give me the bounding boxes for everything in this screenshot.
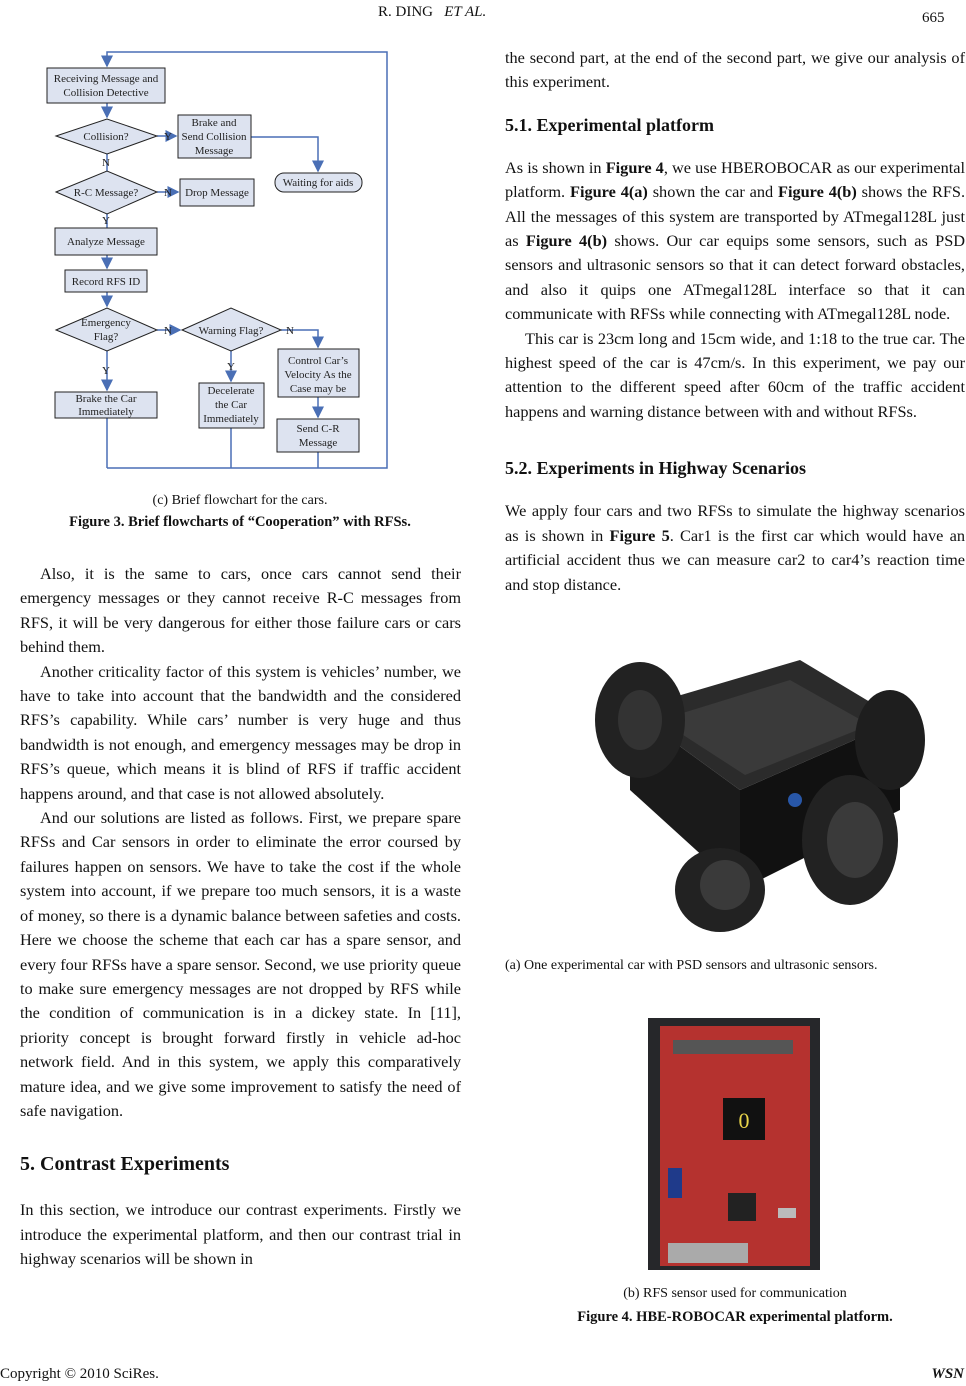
fc-text: Brake and [192, 117, 237, 129]
fc-text: Record RFS ID [72, 276, 141, 288]
drop-box [179, 178, 255, 207]
running-header: R. DING ET AL. [378, 4, 486, 21]
text-run: In this section, we introduce our contra… [20, 1200, 461, 1269]
fc-text: Analyze Message [67, 236, 145, 248]
fc-text: Control Car’s [288, 355, 348, 367]
paragraph: We apply four cars and two RFSs to simul… [505, 499, 965, 597]
text-run: shows the RFS. All the messages of this … [505, 182, 966, 251]
copyright: Copyright © 2010 SciRes. [0, 1366, 159, 1382]
send-cr-box [276, 418, 360, 453]
figure-reference: Figure 4(b) [525, 231, 608, 251]
section-heading: 5. Contrast Experiments [20, 1153, 230, 1176]
analyze-box [54, 227, 158, 256]
subsection-heading: 5.2. Experiments in Highway Scenarios [505, 458, 807, 479]
figure-reference: Figure 4(b) [778, 182, 857, 202]
svg-text:0: 0 [739, 1108, 750, 1133]
paragraph: And our solutions are listed as follows.… [20, 806, 461, 1123]
fc-label: N [286, 325, 294, 337]
fc-text: Receiving Message and [54, 73, 159, 85]
fig3-caption: Figure 3. Brief flowcharts of “Cooperati… [69, 514, 411, 530]
rfs-sensor-photo: 0 [648, 1018, 820, 1270]
text-run: As is shown in [505, 157, 606, 177]
header-authors: R. DING [378, 4, 433, 20]
fig3-subcaption: (c) Brief flowchart for the cars. [152, 493, 328, 508]
text-run: shows. Our car equips some sensors, such… [505, 231, 966, 324]
text-run: . Car1 is the first car which would have… [505, 525, 965, 594]
fig4b-caption: (b) RFS sensor used for communication [623, 1286, 847, 1301]
fc-text: Immediately [78, 406, 134, 418]
decelerate-box [198, 382, 265, 429]
fc-text: Message [299, 437, 338, 449]
fc-text: Decelerate [207, 385, 254, 397]
text-run: This car is 23cm long and 15cm wide, and… [505, 328, 965, 421]
fig4-caption: Figure 4. HBE-ROBOCAR experimental platf… [577, 1309, 893, 1325]
fc-text: Message [195, 145, 234, 157]
fc-label: Y [102, 365, 110, 377]
text-run: And our solutions are listed as follows.… [20, 808, 461, 1120]
warning-diamond [180, 307, 283, 352]
fc-text: Drop Message [185, 187, 249, 199]
fc-text: Flag? [94, 331, 119, 343]
brake-car-box [54, 391, 158, 419]
robot-car-photo [595, 660, 925, 932]
fc-label: N [164, 187, 172, 199]
fc-text: Velocity As the [284, 369, 351, 381]
subsection-heading: 5.1. Experimental platform [505, 114, 714, 135]
fc-label: Y [164, 131, 172, 143]
fc-label: N [102, 157, 110, 169]
paragraph: Another criticality factor of this syste… [20, 660, 461, 806]
fc-text: Immediately [203, 413, 259, 425]
text-run: Another criticality factor of this syste… [20, 661, 461, 803]
text-run: Also, it is the same to cars, once cars … [20, 564, 461, 657]
control-box [277, 348, 360, 398]
collision-diamond [54, 118, 159, 155]
record-box [64, 269, 148, 293]
text-run: , we use HBEROBOCAR as our experimental … [505, 157, 965, 202]
brake-send-box [177, 114, 252, 159]
text-run: We apply four cars and two RFSs to simul… [505, 501, 965, 545]
fc-text: Waiting for aids [283, 177, 354, 189]
fig4a-caption: (a) One experimental car with PSD sensor… [505, 958, 878, 973]
fc-text: Send Collision [181, 131, 247, 143]
journal-name: WSN [931, 1366, 964, 1382]
fc-text: Emergency [81, 317, 131, 329]
paragraph: As is shown in Figure 4, we use HBEROBOC… [505, 156, 965, 327]
emergency-diamond [54, 307, 159, 352]
header-etal: ET AL. [444, 4, 487, 20]
fc-text: Warning Flag? [199, 325, 264, 337]
figure-reference: Figure 4(a) [570, 182, 648, 202]
fc-text: Case may be [290, 383, 346, 395]
rc-diamond [54, 170, 159, 215]
paragraph: Also, it is the same to cars, once cars … [20, 562, 461, 660]
fc-text: R-C Message? [74, 187, 139, 199]
fc-text: the Car [215, 399, 247, 411]
receiving-box [46, 67, 166, 104]
waiting-terminal [274, 172, 363, 193]
fc-label: N [164, 325, 172, 337]
paragraph: the second part, at the end of the secon… [505, 46, 965, 95]
left-column: Also, it is the same to cars, once cars … [20, 562, 461, 1272]
figure-reference: Figure 5 [609, 525, 670, 545]
paragraph: This car is 23cm long and 15cm wide, and… [505, 327, 965, 425]
fc-text: Send C-R [296, 423, 340, 435]
fc-text: Collision Detective [63, 87, 148, 99]
fc-label: Y [227, 361, 235, 373]
paragraph: In this section, we introduce our contra… [20, 1198, 461, 1271]
fc-label: Y [102, 215, 110, 227]
page-number: 665 [922, 10, 945, 26]
text-run: the second part, at the end of the secon… [505, 48, 965, 92]
fc-text: Collision? [83, 131, 128, 143]
right-column: the second part, at the end of the secon… [505, 46, 965, 597]
fc-text: Brake the Car [75, 393, 136, 405]
flowchart: Receiving Message and Collision Detectiv… [46, 51, 388, 469]
text-run: shown the car and [647, 182, 778, 202]
figure-reference: Figure 4 [605, 157, 664, 177]
